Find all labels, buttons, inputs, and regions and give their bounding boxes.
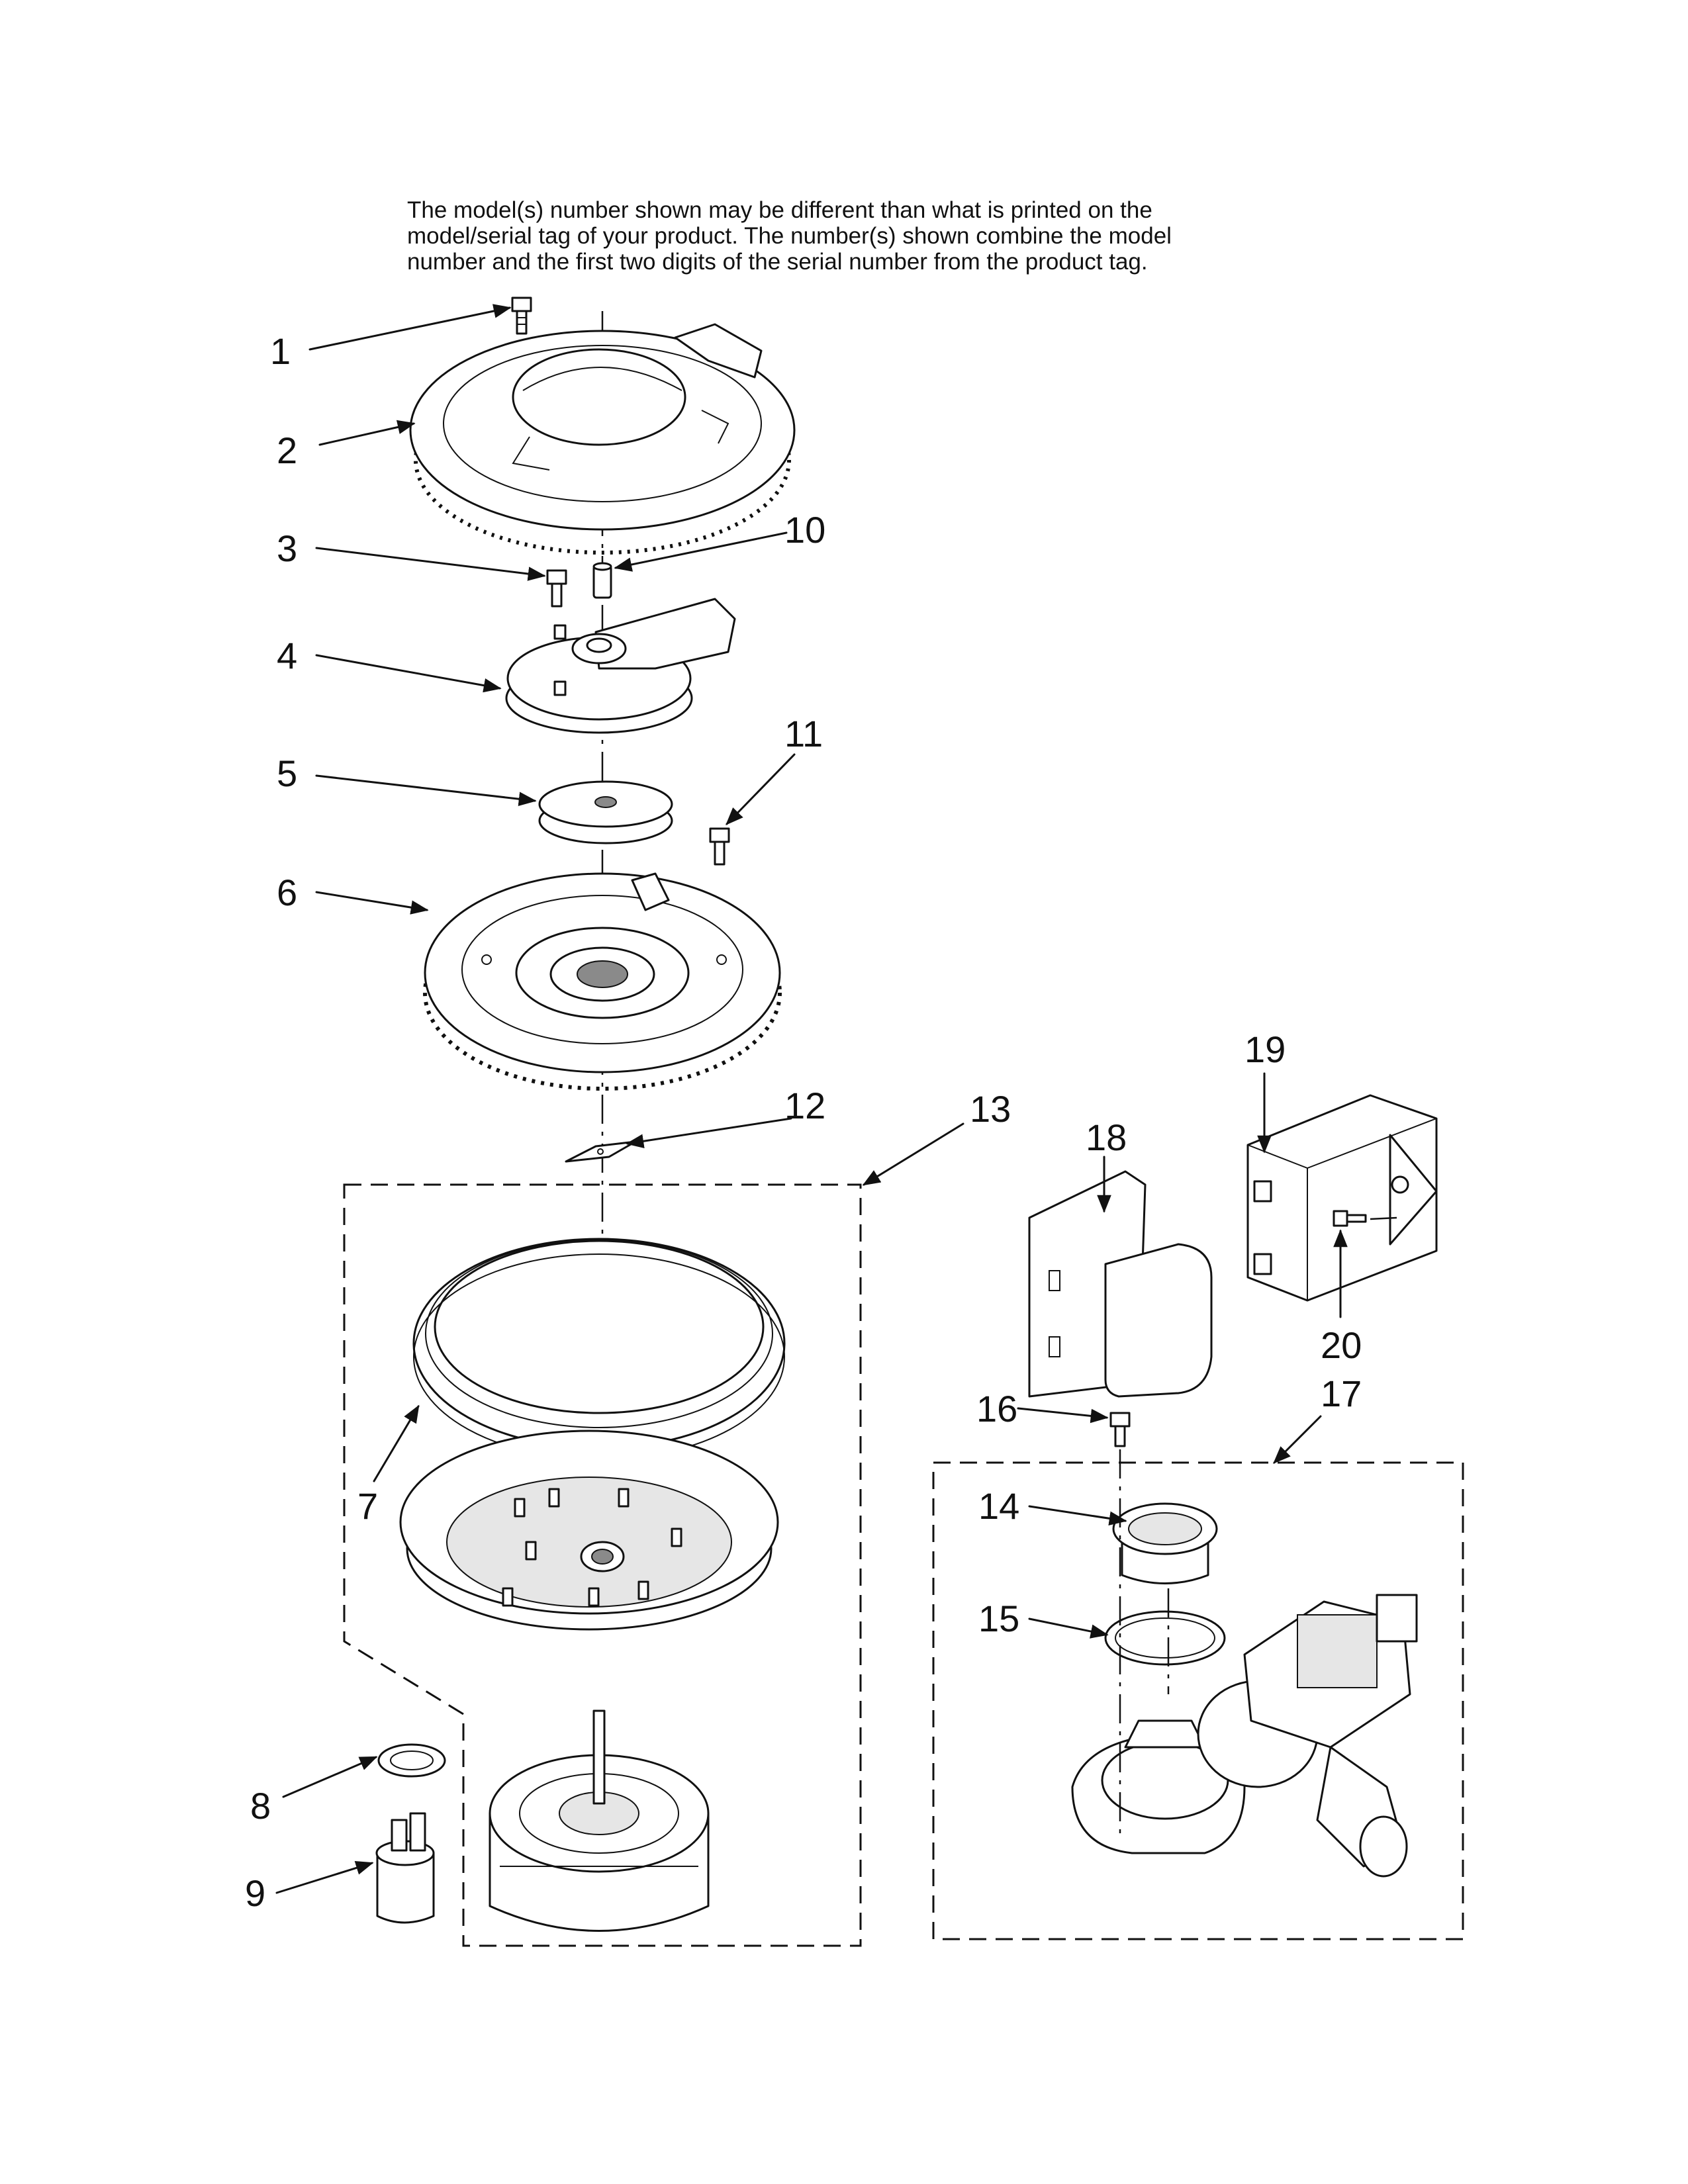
disclaimer-note: The model(s) number shown may be differe… bbox=[407, 197, 1334, 275]
group-13-outline bbox=[343, 1183, 862, 1947]
part-7-ring-gasket bbox=[412, 1238, 786, 1460]
callout-8: 8 bbox=[250, 1785, 271, 1827]
part-18-bracket bbox=[1028, 1170, 1213, 1398]
part-5-impeller bbox=[538, 780, 673, 844]
part-12-blade bbox=[565, 1140, 637, 1163]
callout-2: 2 bbox=[277, 430, 297, 471]
part-15-o-ring bbox=[1104, 1610, 1226, 1666]
callout-15: 15 bbox=[978, 1598, 1019, 1639]
callout-17: 17 bbox=[1321, 1373, 1362, 1414]
drain-pump bbox=[1071, 1594, 1418, 1878]
part-4-pump-housing bbox=[505, 598, 736, 734]
part-15-o-ring-inner bbox=[1115, 1617, 1215, 1659]
callout-4: 4 bbox=[277, 635, 297, 676]
lower-basin bbox=[399, 1430, 779, 1631]
part-6-finned-manifold bbox=[423, 872, 782, 1091]
callout-leaders bbox=[275, 304, 1348, 1894]
callout-18: 18 bbox=[1086, 1116, 1127, 1158]
callout-11: 11 bbox=[784, 713, 823, 754]
part-20-screw bbox=[1333, 1210, 1367, 1227]
callout-6: 6 bbox=[277, 872, 297, 913]
callout-20: 20 bbox=[1321, 1324, 1362, 1366]
screw-20-axis-line bbox=[1370, 1216, 1397, 1220]
callout-16: 16 bbox=[976, 1388, 1017, 1430]
callout-1: 1 bbox=[270, 330, 291, 372]
part-1-screw bbox=[511, 296, 532, 335]
part-3-screw bbox=[546, 569, 567, 608]
part-16-screw bbox=[1109, 1412, 1131, 1447]
callout-9: 9 bbox=[245, 1872, 265, 1914]
callout-14: 14 bbox=[978, 1485, 1019, 1527]
motor bbox=[489, 1709, 710, 1932]
disclaimer-line-3: number and the first two digits of the s… bbox=[407, 249, 1148, 275]
disclaimer-line-2: model/serial tag of your product. The nu… bbox=[407, 223, 1172, 249]
part-8-o-ring bbox=[377, 1743, 446, 1778]
callout-7: 7 bbox=[357, 1485, 378, 1527]
callout-13: 13 bbox=[970, 1088, 1011, 1130]
disclaimer-line-1: The model(s) number shown may be differe… bbox=[407, 197, 1152, 223]
group-17-outline bbox=[932, 1461, 1464, 1940]
part-14-adapter bbox=[1112, 1502, 1218, 1584]
part-2-hub-cover bbox=[409, 323, 796, 555]
callout-19: 19 bbox=[1244, 1028, 1286, 1070]
part-9-coupler bbox=[375, 1812, 435, 1924]
callout-10: 10 bbox=[784, 509, 825, 551]
callout-12: 12 bbox=[784, 1085, 825, 1126]
callout-3: 3 bbox=[277, 527, 297, 569]
part-19-control-box bbox=[1246, 1094, 1438, 1302]
part-10-pin bbox=[592, 562, 612, 599]
callout-5: 5 bbox=[277, 752, 297, 794]
part-11-screw bbox=[709, 827, 730, 866]
